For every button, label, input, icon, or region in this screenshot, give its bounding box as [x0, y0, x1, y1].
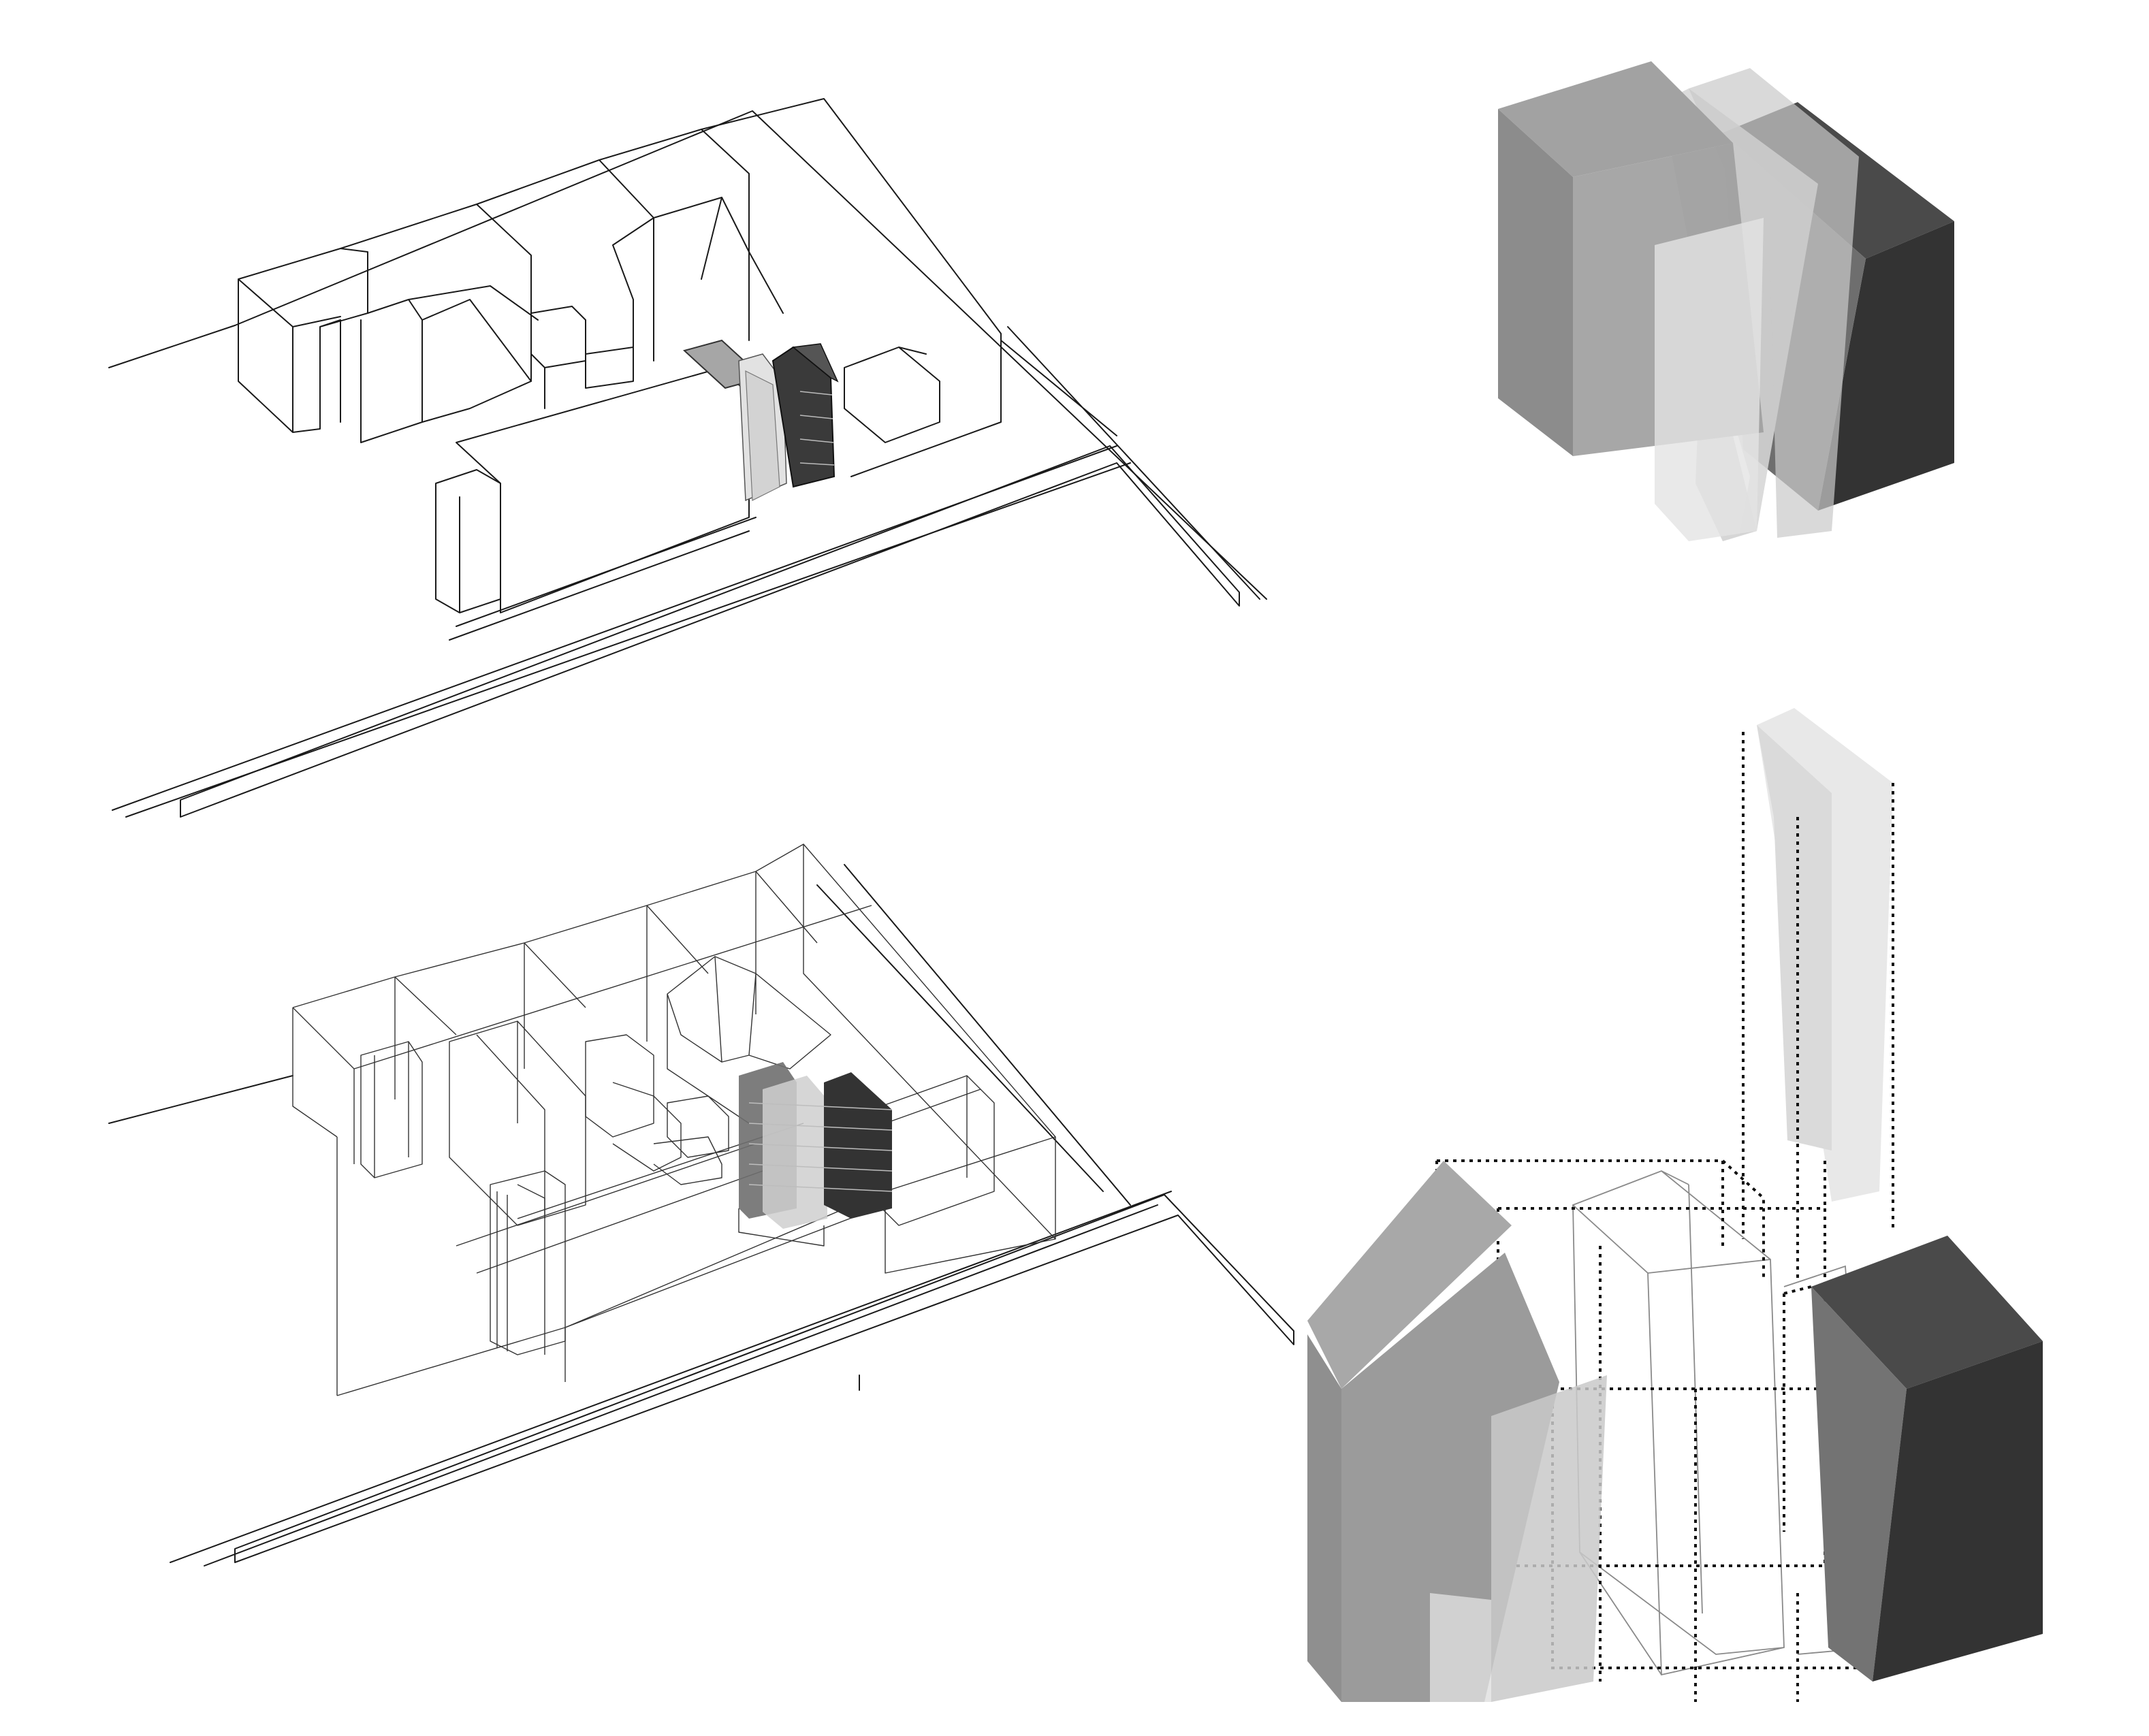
- inner-long-bar: [456, 1123, 886, 1328]
- envelope-verticals: [292, 844, 1056, 1396]
- guide-mid-vertical: [1599, 1161, 1826, 1702]
- mid-block-left: [1307, 1334, 1341, 1702]
- dark-block-front: [1818, 221, 1954, 511]
- tower-pale-block: [763, 1076, 827, 1229]
- site-massing-wireframe: [0, 837, 1335, 1600]
- light-block-lower: [1491, 1375, 1607, 1702]
- mid-block-top: [1307, 1161, 1512, 1389]
- building-row-1: [340, 98, 1002, 477]
- inner-building-3: [585, 1034, 682, 1172]
- building-small-volumes: [530, 306, 634, 409]
- building-roof-gable: [612, 197, 784, 361]
- front-tower-small: [435, 469, 501, 613]
- tower-dark-side: [792, 343, 839, 383]
- mid-block-top: [1498, 61, 1733, 177]
- site-massing-solid: [0, 0, 1294, 851]
- wire-block-outline: [1572, 1170, 1785, 1676]
- dark-block-left: [1811, 1287, 1907, 1682]
- inner-building-4: [653, 1095, 729, 1185]
- street-edge-2: [204, 1204, 1158, 1566]
- mid-block-left: [1498, 109, 1573, 456]
- ground-line: [108, 1075, 293, 1124]
- sidewalk-curb: [234, 1194, 1294, 1563]
- tower-pale-face: [745, 370, 780, 501]
- guide-dark-top: [1783, 1285, 1812, 1532]
- light-block: [1689, 68, 1859, 538]
- tower-dark-front: [771, 346, 835, 488]
- pale-tall-slab-face: [1757, 725, 1832, 1151]
- massing-assembled: [1464, 41, 1995, 558]
- tower-floor-lines: [799, 391, 835, 466]
- sidewalk-curb: [180, 445, 1240, 818]
- inner-front-tower: [490, 1170, 566, 1355]
- envelope-top: [292, 843, 1056, 1396]
- inner-gable: [667, 956, 831, 1124]
- dark-block-top: [1811, 1236, 2043, 1389]
- street-edge-2: [125, 462, 1131, 818]
- pale-block-lower: [1655, 218, 1764, 541]
- property-line: [1000, 326, 1260, 600]
- tower-wire-footprint: [738, 1208, 825, 1247]
- building-left: [238, 248, 368, 433]
- pale-block-lower: [1430, 1593, 1491, 1702]
- inner-building-1: [360, 1041, 423, 1178]
- street-edge-1: [170, 1191, 1172, 1563]
- street-outline-back: [234, 110, 1267, 600]
- massing-exploded: [1307, 708, 2070, 1702]
- guide-mid-plane-1: [1497, 1207, 1826, 1567]
- building-row-2: [360, 285, 539, 443]
- inner-building-2: [449, 1020, 586, 1226]
- envelope-back-edges: [292, 871, 872, 1164]
- building-right-end: [844, 347, 940, 443]
- ground-line: [108, 325, 236, 368]
- ground-edge-front: [449, 517, 757, 641]
- tower-dark-block: [824, 1072, 892, 1219]
- dark-block-front: [1873, 1341, 2043, 1682]
- tower-floor-lines: [748, 1102, 893, 1192]
